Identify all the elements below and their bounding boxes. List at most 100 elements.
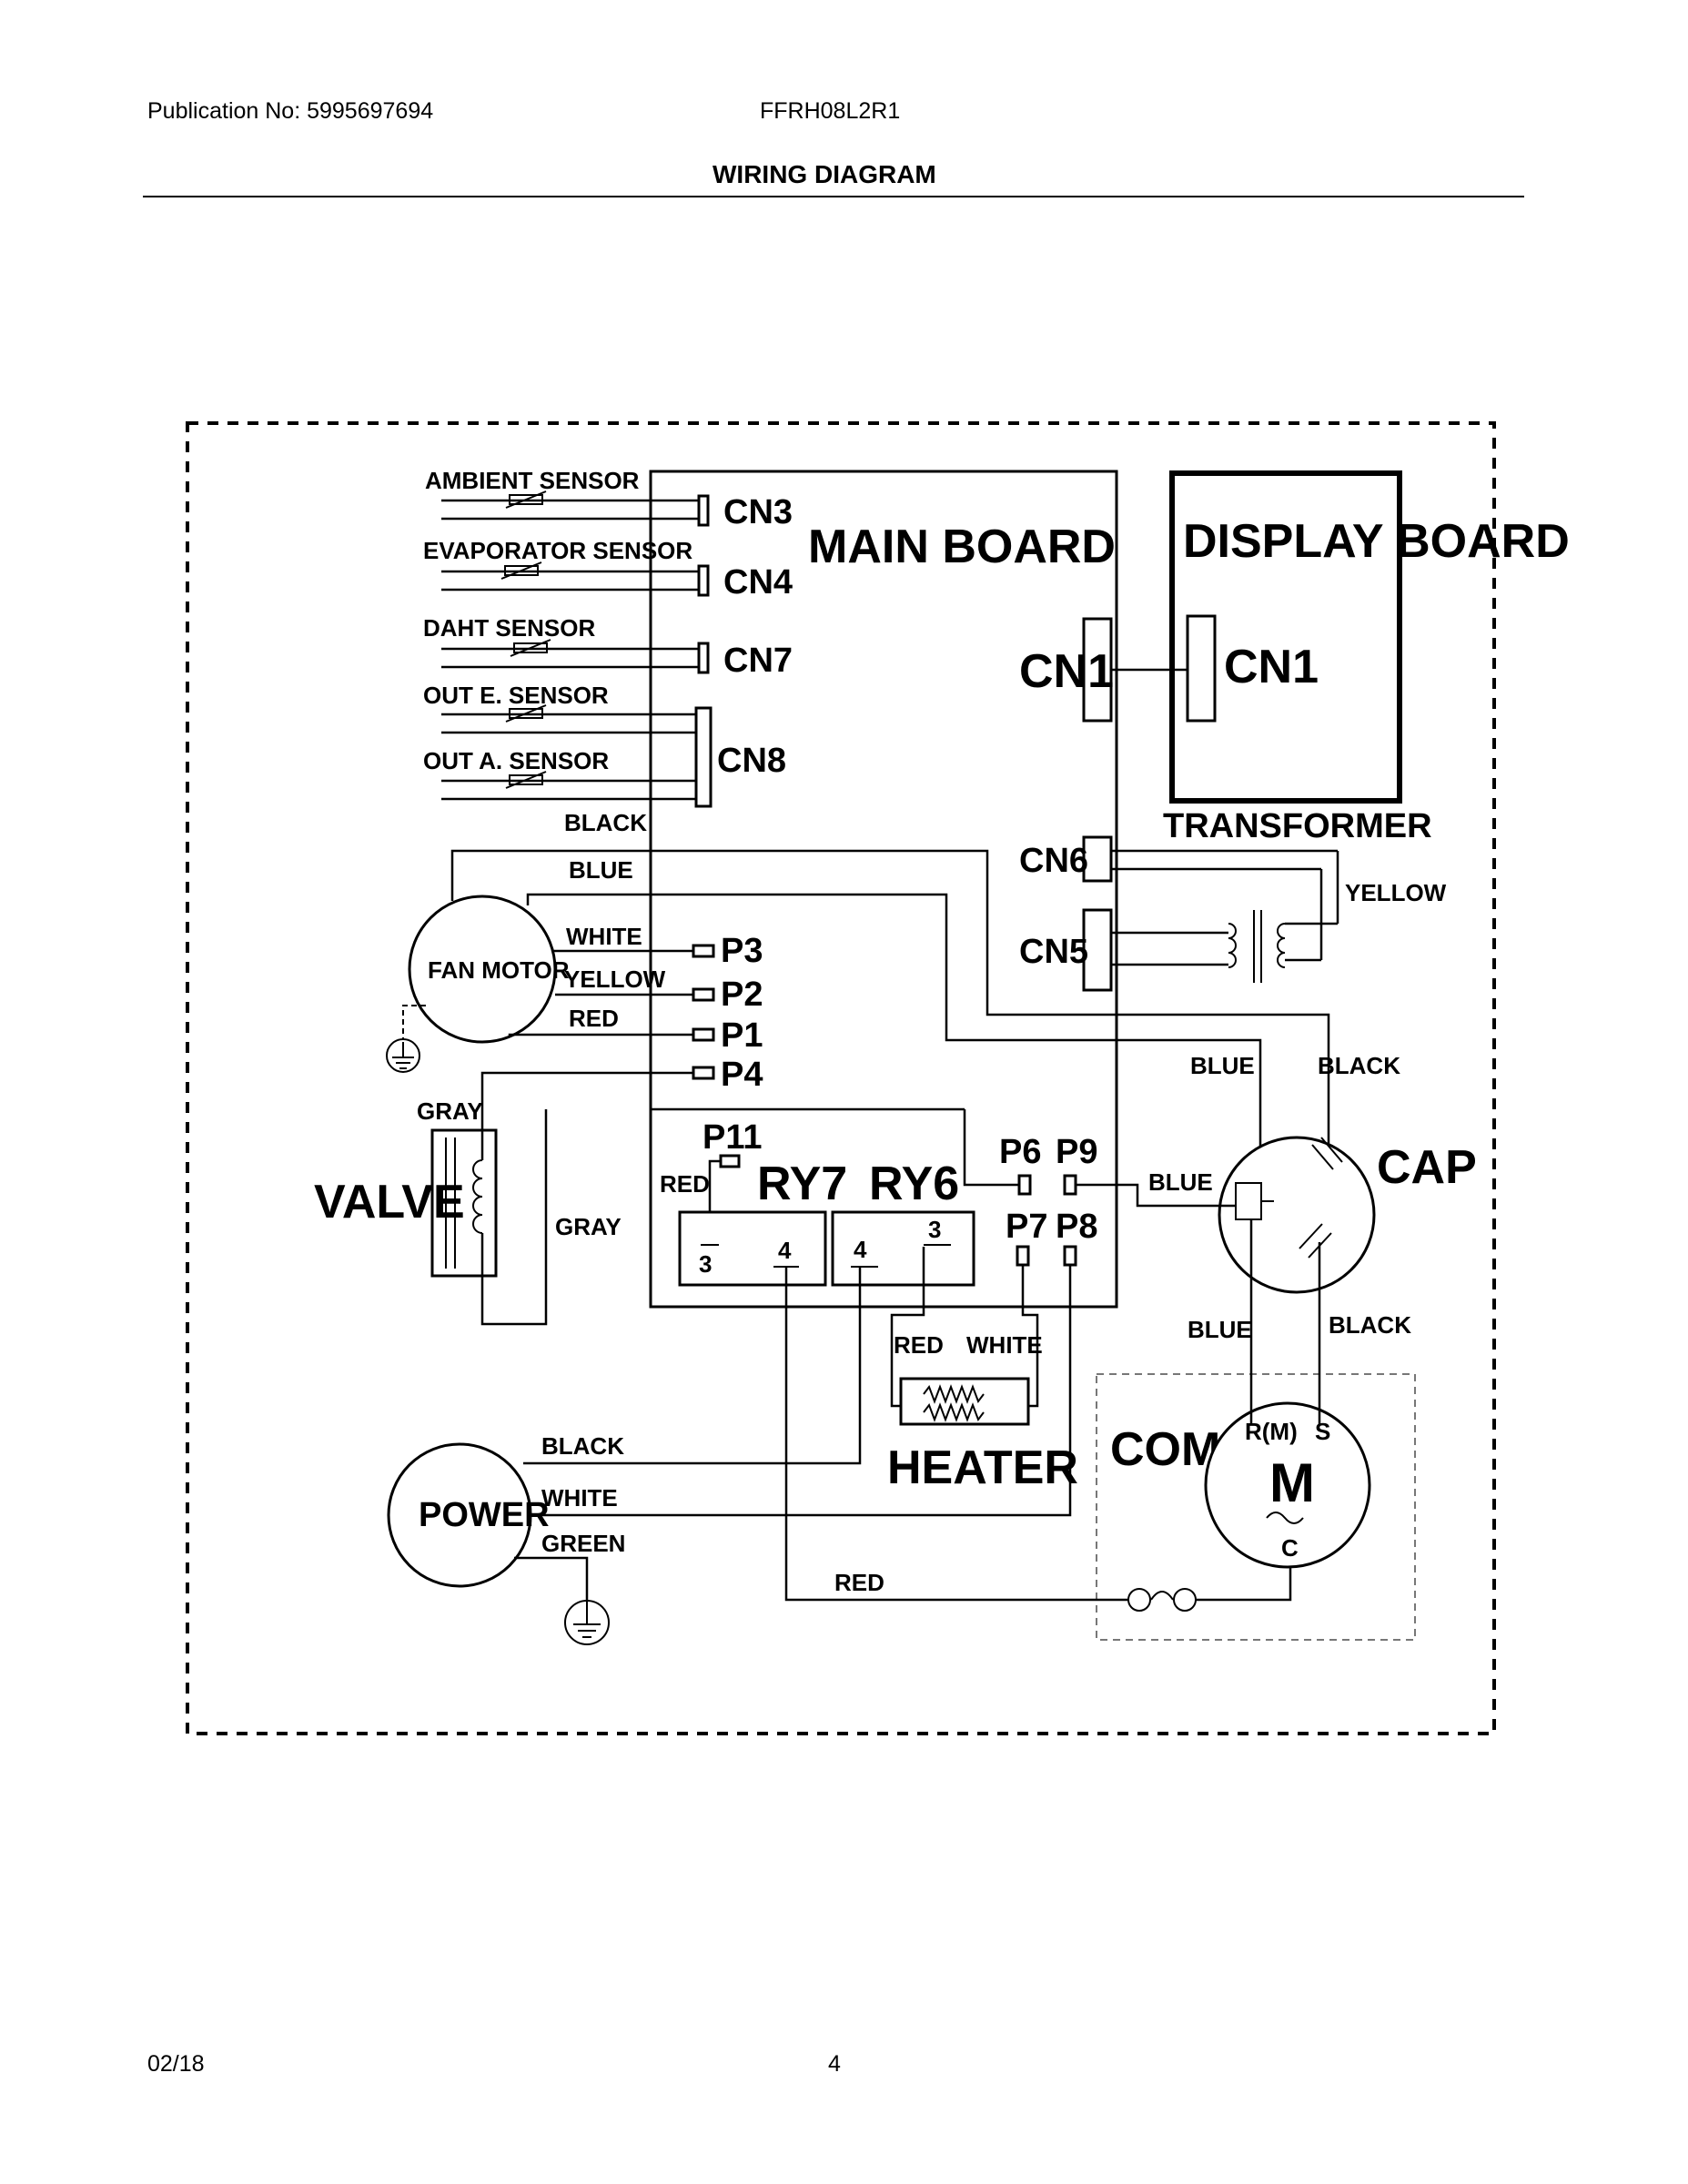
- p2-terminal: [692, 987, 715, 1002]
- daht-sensor-label: DAHT SENSOR: [423, 614, 595, 642]
- cn4-connector: [697, 564, 710, 597]
- ry7-pin-4: 4: [778, 1237, 792, 1264]
- comp-c-wire: [1196, 1567, 1292, 1602]
- unit-boundary: [186, 421, 1496, 1735]
- heater-coil-2: [923, 1402, 985, 1422]
- valve-label: VALVE: [314, 1176, 465, 1228]
- daht-sensor: DAHT SENSOR: [423, 614, 701, 669]
- p6-link-wire: [963, 1109, 1019, 1187]
- out-e-sensor: OUT E. SENSOR: [423, 682, 701, 734]
- display-cn1-label: CN1: [1224, 641, 1319, 693]
- compressor-motor: [1204, 1401, 1371, 1569]
- p11-label: P11: [702, 1118, 763, 1157]
- power-white-label: WHITE: [541, 1484, 618, 1512]
- publication-number: Publication No: 5995697694: [147, 98, 434, 124]
- heater-label: HEATER: [887, 1441, 1078, 1494]
- capacitor: [1218, 1136, 1376, 1294]
- p7-terminal: [1016, 1245, 1030, 1267]
- cn7-connector: [697, 642, 710, 674]
- cn3-label: CN3: [723, 493, 793, 531]
- comp-red-wire: [784, 1267, 1128, 1602]
- comp-black-label: BLACK: [1329, 1311, 1411, 1339]
- out-a-sensor-label: OUT A. SENSOR: [423, 747, 609, 774]
- heater-red-wire: [890, 1247, 925, 1408]
- heater-white-wire: [1021, 1265, 1039, 1408]
- comp-blue-label: BLUE: [1188, 1316, 1252, 1343]
- motor-symbol: M: [1269, 1452, 1315, 1513]
- valve-coil: [430, 1128, 498, 1278]
- display-board-label: DISPLAY BOARD: [1183, 515, 1570, 568]
- cn5-label: CN5: [1019, 933, 1088, 971]
- evaporator-sensor: EVAPORATOR SENSOR: [423, 537, 701, 592]
- cn6-connector: [1082, 835, 1113, 883]
- model-number: FFRH08L2R1: [760, 98, 901, 124]
- fan-blue-wire: [526, 893, 1262, 1197]
- power-white-wire: [531, 1265, 1072, 1517]
- p9-terminal: [1063, 1174, 1077, 1196]
- cap-blue-top-label: BLUE: [1190, 1052, 1255, 1079]
- main-cn1-connector: [1082, 617, 1113, 723]
- valve-coil-winding: [472, 1159, 483, 1234]
- compressor-enclosure: [1096, 1373, 1416, 1641]
- ry7-pin-3: 3: [699, 1250, 712, 1278]
- cn7-label: CN7: [723, 642, 793, 680]
- heater-white-label: WHITE: [966, 1331, 1043, 1359]
- power-green-label: GREEN: [541, 1530, 625, 1557]
- page-number: 4: [828, 2051, 841, 2077]
- p8-label: P8: [1056, 1208, 1097, 1246]
- transformer-label: TRANSFORMER: [1163, 807, 1432, 845]
- heater-red-label: RED: [894, 1331, 944, 1359]
- p1-label: P1: [721, 1016, 763, 1055]
- motor-ac-symbol: [1266, 1512, 1304, 1524]
- ry7-relay: [678, 1210, 827, 1287]
- p7-label: P7: [1006, 1208, 1047, 1246]
- ry7-label: RY7: [757, 1158, 847, 1210]
- valve-gray-side-label: GRAY: [555, 1213, 622, 1240]
- p9-cap-wire: [1076, 1183, 1236, 1208]
- fan-motor: [408, 895, 557, 1044]
- ry6-relay: [831, 1210, 975, 1287]
- page-title: WIRING DIAGRAM: [713, 160, 936, 188]
- ambient-sensor-label: AMBIENT SENSOR: [425, 467, 640, 494]
- ry6-label: RY6: [869, 1158, 959, 1210]
- power-label: POWER: [419, 1496, 550, 1534]
- evaporator-sensor-label: EVAPORATOR SENSOR: [423, 537, 692, 564]
- fan-yellow-label: YELLOW: [564, 966, 666, 993]
- power-green-wire: [514, 1556, 589, 1602]
- cn4-label: CN4: [723, 563, 793, 602]
- out-a-sensor: OUT A. SENSOR: [423, 747, 701, 801]
- footer-date: 02/18: [147, 2051, 205, 2077]
- cn8-label: CN8: [717, 742, 786, 780]
- valve-gray-top-label: GRAY: [417, 1097, 483, 1125]
- power-ground-icon: [564, 1600, 610, 1645]
- ry6-pin-3: 3: [928, 1216, 941, 1243]
- cn5-connector: [1082, 908, 1113, 992]
- fan-motor-label: FAN MOTOR: [428, 956, 570, 984]
- cn3-connector: [697, 494, 710, 527]
- p9-label: P9: [1056, 1133, 1097, 1171]
- terminal-r-m: R(M): [1245, 1418, 1298, 1445]
- cap-label: CAP: [1377, 1141, 1477, 1194]
- p3-terminal: [692, 944, 715, 958]
- display-cn1-connector: [1186, 614, 1217, 723]
- fan-red-label: RED: [569, 1005, 619, 1032]
- p4-label: P4: [721, 1056, 763, 1094]
- p11-terminal: [719, 1154, 741, 1168]
- p3-label: P3: [721, 932, 763, 970]
- fan-ground-icon: [386, 1005, 426, 1073]
- fan-black-label: BLACK: [564, 809, 647, 836]
- fan-red-wire: [508, 1033, 693, 1037]
- main-cn1-label: CN1: [1019, 645, 1114, 698]
- heater-element: [899, 1377, 1030, 1426]
- power-black-label: BLACK: [541, 1432, 624, 1460]
- p6-label: P6: [999, 1133, 1041, 1171]
- heater-coil-1: [923, 1384, 985, 1404]
- fan-black-wire: [450, 849, 1330, 1169]
- transformer-yellow-label: YELLOW: [1345, 879, 1447, 906]
- p8-terminal: [1063, 1245, 1077, 1267]
- cap-blue-side-label: BLUE: [1148, 1168, 1213, 1196]
- p1-terminal: [692, 1027, 715, 1042]
- p2-label: P2: [721, 976, 763, 1014]
- terminal-s: S: [1315, 1418, 1330, 1445]
